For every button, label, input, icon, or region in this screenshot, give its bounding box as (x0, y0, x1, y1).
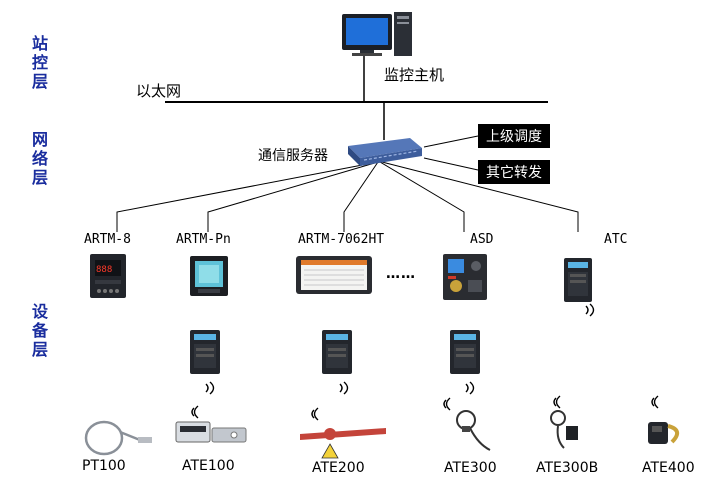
gateway-icon-2 (322, 330, 352, 395)
link-uplink-1 (423, 135, 479, 148)
layer-label-station: 站控层 (31, 34, 48, 91)
meter-label-3: ARTM-7062HT (298, 232, 385, 247)
meter-device-asd (443, 254, 487, 300)
meter-device-artmpn (190, 256, 228, 296)
sensor-ate400-icon (648, 395, 680, 444)
server-label: 通信服务器 (258, 148, 328, 164)
link-meter-5 (381, 161, 579, 232)
link-meter-4 (379, 161, 465, 232)
layer-label-device: 设备层 (31, 302, 48, 359)
sensor-label-ate400: ATE400 (642, 460, 695, 476)
gateway-icon-3 (450, 330, 480, 395)
gateway-icon-1 (190, 330, 220, 395)
meter-label-5: ATC (604, 232, 628, 247)
meter-device-artm7062ht (296, 256, 372, 294)
sensor-ate100-icon (175, 405, 247, 443)
svg-text:888: 888 (96, 265, 112, 275)
ethernet-label: 以太网 (136, 82, 182, 100)
sensor-label-pt100: PT100 (82, 458, 126, 474)
meter-label-4: ASD (470, 232, 494, 247)
sensor-ate300b-icon (550, 395, 578, 449)
meter-label-1: ARTM-8 (84, 232, 131, 247)
server-switch-icon (348, 138, 422, 166)
sensor-ate200-icon (300, 407, 386, 459)
layer-label-network: 网络层 (31, 130, 48, 187)
meter-device-artm8: 888 (90, 254, 126, 298)
meter-device-atc (564, 258, 595, 317)
sensor-label-ate300: ATE300 (444, 460, 497, 476)
monitor-host-icon (342, 12, 412, 56)
link-uplink-2 (423, 157, 479, 171)
link-meter-2 (207, 161, 379, 232)
monitor-host-label: 监控主机 (384, 66, 445, 84)
sensor-label-ate200: ATE200 (312, 460, 365, 476)
link-meter-3 (343, 161, 379, 232)
uplink-tag-1: 上级调度 (478, 124, 550, 148)
ellipsis-more-devices: …… (386, 266, 416, 282)
sensor-ate300-icon (443, 397, 491, 451)
meter-label-2: ARTM-Pn (176, 232, 231, 247)
sensor-label-ate100: ATE100 (182, 458, 235, 474)
sensor-label-ate300b: ATE300B (536, 460, 599, 476)
uplink-tag-2: 其它转发 (478, 160, 550, 184)
link-meter-1 (116, 161, 379, 232)
sensor-pt100-icon (84, 420, 152, 456)
